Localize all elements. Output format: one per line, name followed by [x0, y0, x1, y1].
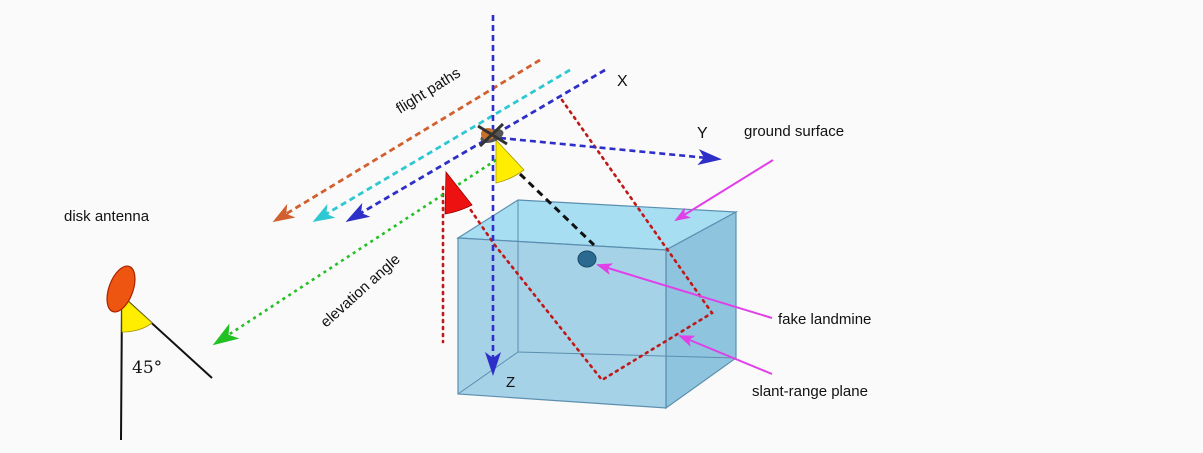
- callouts: [596, 159, 774, 375]
- label-disk-antenna: disk antenna: [64, 208, 150, 225]
- callout-ground-surface: [674, 159, 774, 222]
- label-x-axis: X: [617, 73, 628, 90]
- label-fake-landmine: fake landmine: [778, 311, 871, 328]
- y-axis: [499, 136, 722, 166]
- slant-range-plane: [441, 98, 714, 382]
- flight-paths: [272, 58, 606, 223]
- axes: [485, 15, 722, 376]
- label-slant-range-plane: slant-range plane: [752, 383, 868, 400]
- beam-red-cone: [444, 170, 473, 215]
- label-ground-surface: ground surface: [744, 123, 844, 140]
- drone-icon: [477, 122, 508, 148]
- beam-yellow-cone: [495, 138, 525, 184]
- box-hidden-edge: [517, 351, 737, 359]
- box-front-face: [457, 237, 667, 409]
- landmine-icon: [577, 250, 597, 268]
- label-y-axis: Y: [697, 125, 708, 142]
- label-z-axis: Z: [506, 374, 515, 391]
- flight-path-cyan: [312, 68, 571, 223]
- label-elevation-angle: elevation angle: [317, 251, 403, 331]
- callout-slant-range: [678, 335, 773, 375]
- ground-box: [456, 199, 739, 410]
- label-flight-paths: flight paths: [393, 65, 464, 118]
- look-line: [518, 172, 596, 247]
- label-angle-value: 45°: [132, 358, 162, 378]
- flight-path-orange: [272, 58, 541, 223]
- flight-path-blue: [345, 68, 606, 223]
- disk-antenna-icon: [106, 265, 213, 441]
- callout-fake-landmine: [596, 263, 773, 319]
